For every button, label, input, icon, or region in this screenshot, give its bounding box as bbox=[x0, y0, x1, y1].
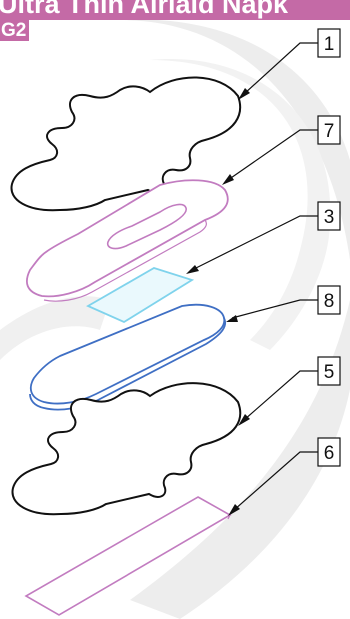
leader-line-3 bbox=[192, 216, 318, 270]
callout-6: 6 bbox=[318, 438, 340, 466]
leader-arrow-8 bbox=[226, 315, 238, 322]
callout-1-number: 1 bbox=[324, 34, 335, 55]
leader-line-1 bbox=[244, 43, 318, 94]
callout-7-number: 7 bbox=[324, 121, 335, 142]
callout-1: 1 bbox=[318, 29, 340, 57]
callout-5-number: 5 bbox=[324, 362, 335, 383]
callout-3: 3 bbox=[318, 202, 340, 230]
callout-7: 7 bbox=[318, 116, 340, 144]
leader-line-5 bbox=[244, 371, 318, 420]
leader-line-8 bbox=[232, 300, 318, 318]
leader-line-6 bbox=[234, 452, 318, 510]
leader-arrow-3 bbox=[186, 265, 199, 274]
callout-5: 5 bbox=[318, 357, 340, 385]
leader-line-7 bbox=[228, 130, 318, 180]
callout-6-number: 6 bbox=[324, 443, 335, 464]
callout-8-number: 8 bbox=[324, 291, 335, 312]
leader-arrow-7 bbox=[222, 174, 234, 185]
callout-8: 8 bbox=[318, 286, 340, 314]
callout-3-number: 3 bbox=[324, 207, 335, 228]
